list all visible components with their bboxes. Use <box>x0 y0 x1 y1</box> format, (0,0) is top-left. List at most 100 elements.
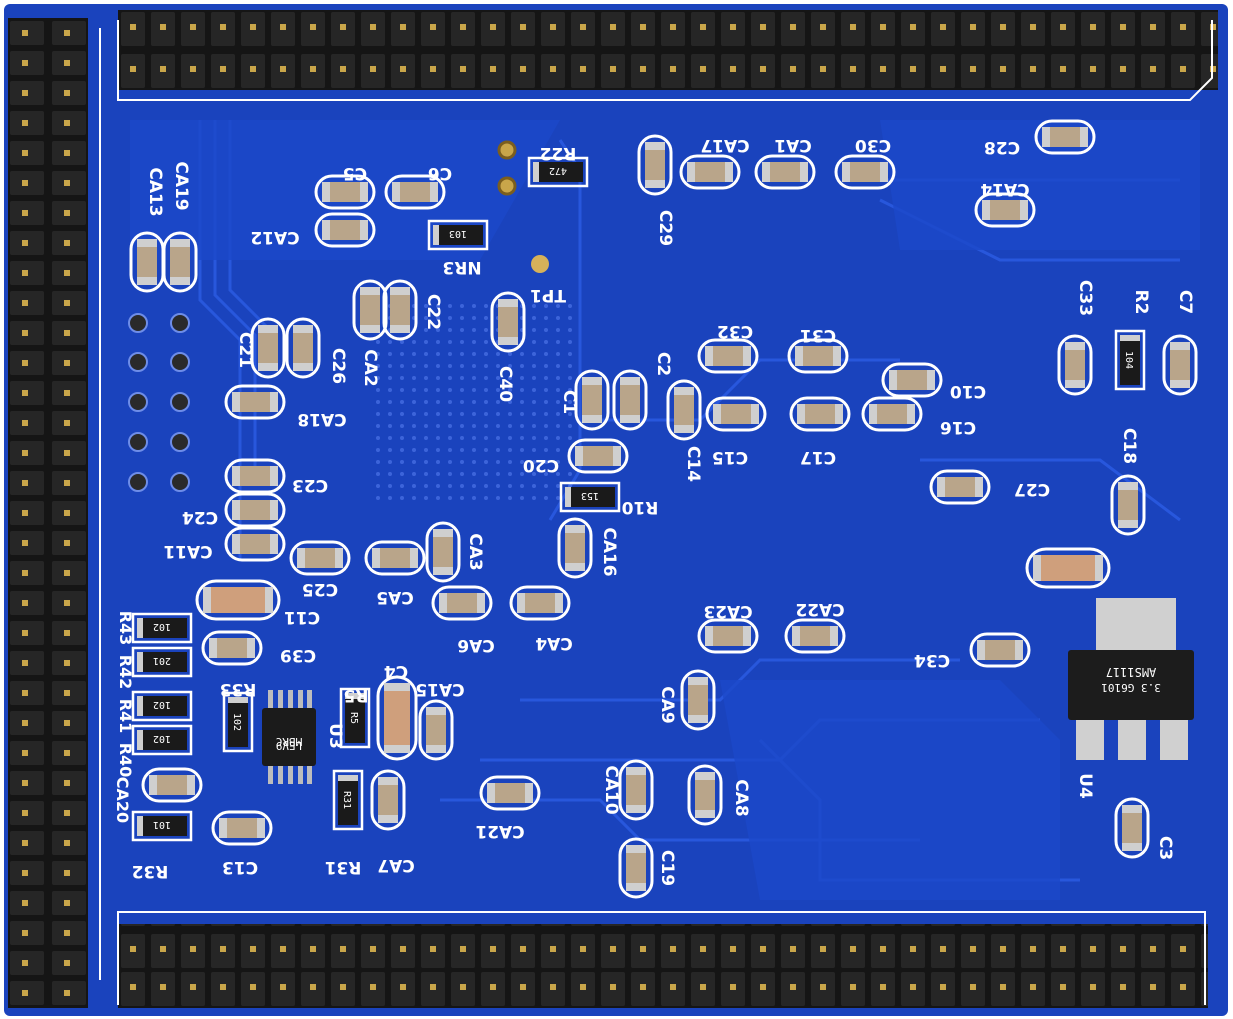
res-r31-code: R31 <box>341 791 352 809</box>
cap-c13 <box>211 810 273 846</box>
label-ca19: CA19 <box>171 161 191 210</box>
res-r43: 102 <box>131 612 193 644</box>
cap-c2 <box>612 369 648 431</box>
label-ca18: CA18 <box>297 409 346 429</box>
res-r33-code: 102 <box>231 713 242 731</box>
cap-c5 <box>314 174 376 210</box>
cap-ca12 <box>314 212 376 248</box>
label-c17: C17 <box>800 447 836 467</box>
cap-c20 <box>567 438 629 474</box>
label-ca1: CA1 <box>774 135 811 155</box>
res-r10-code: 153 <box>581 490 599 501</box>
cap-c17 <box>789 396 851 432</box>
label-c21: C21 <box>235 332 255 368</box>
label-ca21: CA21 <box>475 821 524 841</box>
cap-c22b <box>382 279 418 341</box>
cap-ca20 <box>141 767 203 803</box>
label-c14: C14 <box>683 446 703 482</box>
cap-ca1 <box>754 154 816 190</box>
label-r22: R22 <box>540 143 577 163</box>
res-r32: 101 <box>131 810 193 842</box>
cap-c30 <box>834 154 896 190</box>
top-pin-header <box>118 10 1218 90</box>
label-r2: R2 <box>1131 290 1151 315</box>
res-r32-code: 101 <box>153 819 171 830</box>
res-r2-code: 104 <box>1123 351 1134 369</box>
label-c3: C3 <box>1155 836 1175 860</box>
cap-c24 <box>224 492 286 528</box>
label-ca16: CA16 <box>599 527 619 576</box>
label-c31: C31 <box>800 325 836 345</box>
cap-c15 <box>705 396 767 432</box>
res-r42: 201 <box>131 646 193 678</box>
label-ca7: CA7 <box>377 855 414 875</box>
label-c29: C29 <box>655 210 675 246</box>
cap-ca4 <box>509 585 571 621</box>
cap-c32 <box>697 338 759 374</box>
label-c25: C25 <box>302 579 338 599</box>
cap-c18 <box>1110 474 1146 536</box>
label-c22: C22 <box>423 294 443 330</box>
cap-ca6 <box>431 585 493 621</box>
label-ca8: CA8 <box>731 779 751 816</box>
label-ca22: CA22 <box>795 599 844 619</box>
label-c18: C18 <box>1119 428 1139 464</box>
cap-c39 <box>201 630 263 666</box>
cap-ca14 <box>974 192 1036 228</box>
label-ca20: CA20 <box>113 777 132 823</box>
label-c5: C5 <box>343 163 367 183</box>
cap-c14 <box>666 379 702 441</box>
cap-ca5 <box>364 540 426 576</box>
res-r43-code: 102 <box>153 621 171 632</box>
res-r42-code: 201 <box>153 655 171 666</box>
res-r31: R31 <box>332 769 364 831</box>
cap-c40 <box>490 291 526 353</box>
res-r40: 102 <box>131 724 193 756</box>
res-r41-code: 102 <box>153 699 171 710</box>
label-r40: R40 <box>116 743 135 778</box>
label-c13: C13 <box>222 857 258 877</box>
cap-ca9 <box>680 669 716 731</box>
jtag-pads <box>128 313 190 492</box>
res-r5: R5 <box>339 687 371 749</box>
label-c2: C2 <box>653 352 673 376</box>
cap-ca23 <box>697 618 759 654</box>
cap-c16 <box>861 396 923 432</box>
cap-c34 <box>969 632 1031 668</box>
cap-c6 <box>384 174 446 210</box>
res-r22: 472 <box>527 156 589 188</box>
u4-regulator: AMS1117 3.3 G6101 <box>1068 598 1194 760</box>
label-u4: U4 <box>1075 773 1095 799</box>
label-ca23: CA23 <box>703 601 752 621</box>
res-nr3-code: 103 <box>449 228 467 239</box>
label-c15: C15 <box>712 447 748 467</box>
cap-c27 <box>929 469 991 505</box>
label-ca4: CA4 <box>535 633 573 653</box>
cap-ca13 <box>129 231 165 293</box>
label-ca11: CA11 <box>163 541 212 561</box>
label-ca3: CA3 <box>465 533 485 570</box>
label-c11: C11 <box>284 607 320 627</box>
cap-c4 <box>376 675 418 761</box>
label-c23: C23 <box>292 475 328 495</box>
label-c27: C27 <box>1014 479 1050 499</box>
cap-c26 <box>285 317 321 379</box>
u4-marking-2: 3.3 G6101 <box>1101 681 1161 694</box>
cap-c19 <box>618 837 654 899</box>
label-ca13: CA13 <box>145 167 165 216</box>
label-r31: R31 <box>325 857 362 877</box>
label-c34: C34 <box>914 650 950 670</box>
res-r5-code: R5 <box>348 712 359 724</box>
label-r41: R41 <box>116 699 135 734</box>
res-r41: 102 <box>131 690 193 722</box>
label-c7: C7 <box>1175 290 1195 314</box>
label-ca10: CA10 <box>601 765 621 814</box>
label-ca15: CA15 <box>415 679 464 699</box>
cap-ca3 <box>425 521 461 583</box>
res-nr3: 103 <box>427 219 489 251</box>
cap-c3 <box>1114 797 1150 859</box>
label-c10: C10 <box>950 381 986 401</box>
label-c20: C20 <box>523 455 559 475</box>
label-r10: R10 <box>621 497 658 517</box>
